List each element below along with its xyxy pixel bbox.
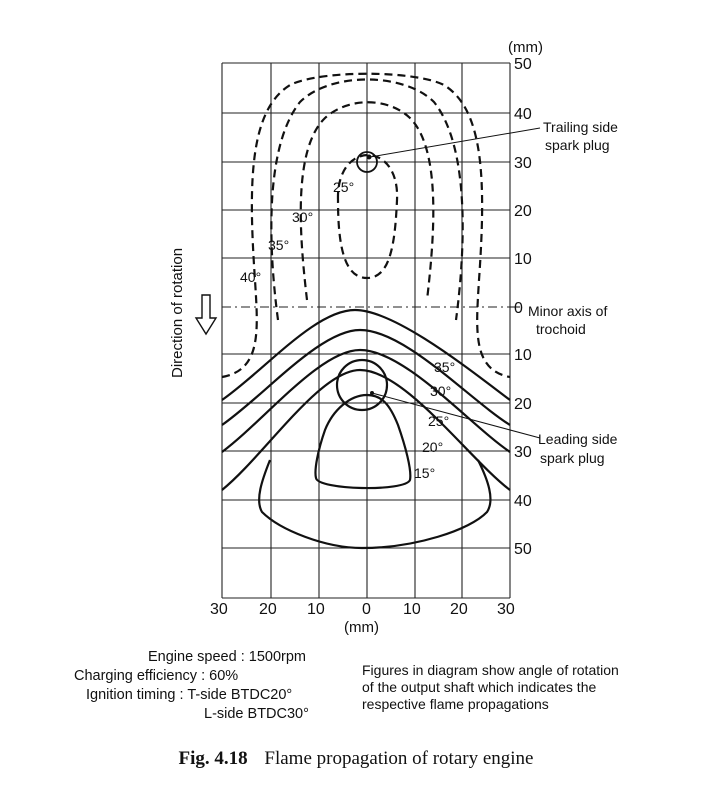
x-tick-10-left: 10	[307, 601, 325, 618]
leading-label-line1: Leading side	[538, 431, 618, 447]
label-30deg-leading: 30°	[430, 383, 451, 399]
flame-front-30deg-leading	[221, 328, 511, 426]
label-30deg-trailing: 30°	[292, 209, 313, 225]
y-tick-40-bottom: 40	[514, 493, 532, 510]
y-tick-50-top: 50	[514, 56, 532, 73]
ignition-timing-l: L-side BTDC30°	[204, 706, 309, 722]
charging-efficiency-value: 60%	[209, 668, 239, 684]
trailing-plug-marker	[356, 151, 378, 173]
flame-front-20deg-leading	[221, 368, 511, 491]
ignition-timing-label: Ignition timing	[86, 687, 176, 703]
minor-axis-label-line1: Minor axis of	[528, 303, 607, 319]
y-tick-0: 0	[514, 300, 523, 317]
y-tick-30-bottom: 30	[514, 444, 532, 461]
leading-flame-fronts	[221, 308, 511, 550]
flame-front-35deg-trailing	[270, 78, 464, 321]
x-tick-0: 0	[362, 601, 371, 618]
charging-efficiency-label: Charging efficiency	[74, 668, 198, 684]
trailing-label-line1: Trailing side	[543, 119, 618, 135]
figure-title: Flame propagation of rotary engine	[264, 748, 534, 769]
operating-conditions: Engine speed : 1500rpm Charging efficien…	[74, 649, 309, 722]
label-25deg-leading: 25°	[428, 413, 449, 429]
direction-arrow	[194, 294, 218, 336]
y-tick-10-bottom: 10	[514, 347, 532, 364]
leading-label-line2: spark plug	[540, 450, 605, 466]
flame-front-40deg-trailing	[221, 72, 511, 379]
outer-flame-contour	[258, 459, 492, 550]
x-tick-10-right: 10	[403, 601, 421, 618]
y-tick-10-top: 10	[514, 251, 532, 268]
flame-front-25deg-trailing	[336, 153, 399, 280]
trailing-flame-fronts	[221, 72, 511, 379]
trailing-label-line2: spark plug	[545, 137, 610, 153]
leading-plug-circle	[335, 358, 389, 412]
label-25deg-trailing: 25°	[333, 179, 354, 195]
flame-front-30deg-trailing	[299, 101, 435, 301]
note-line-1: Figures in diagram show angle of rotatio…	[362, 662, 619, 678]
figure-number: Fig. 4.18	[178, 748, 248, 769]
flame-front-25deg-leading	[221, 348, 511, 453]
unit-top: (mm)	[508, 39, 543, 56]
engine-speed-label: Engine speed	[148, 649, 237, 665]
note-line-2: of the output shaft which indicates the	[362, 679, 597, 695]
diagram-note: Figures in diagram show angle of rotatio…	[362, 662, 682, 713]
label-35deg-trailing: 35°	[268, 237, 289, 253]
flame-front-15deg-leading	[314, 393, 412, 490]
ignition-timing-t: T-side BTDC20°	[187, 687, 293, 703]
label-20deg-leading: 20°	[422, 439, 443, 455]
x-tick-30-right: 30	[497, 601, 515, 618]
y-tick-20-bottom: 20	[514, 396, 532, 413]
grid	[221, 62, 511, 599]
figure-caption: Fig. 4.18 Flame propagation of rotary en…	[0, 748, 712, 770]
x-tick-30-left: 30	[210, 601, 228, 618]
x-tick-20-left: 20	[259, 601, 277, 618]
note-line-3: respective flame propagations	[362, 696, 549, 712]
y-tick-40-top: 40	[514, 106, 532, 123]
x-tick-20-right: 20	[450, 601, 468, 618]
minor-axis-label-line2: trochoid	[536, 321, 586, 337]
engine-speed-value: 1500rpm	[248, 649, 307, 665]
label-35deg-leading: 35°	[434, 359, 455, 375]
y-tick-20-top: 20	[514, 203, 532, 220]
leader-lines	[369, 127, 541, 439]
unit-bottom: (mm)	[344, 619, 379, 636]
y-tick-30-top: 30	[514, 155, 532, 172]
label-40deg-trailing: 40°	[240, 269, 261, 285]
y-tick-50-bottom: 50	[514, 541, 532, 558]
label-15deg-leading: 15°	[414, 465, 435, 481]
flame-front-35deg-leading	[221, 308, 511, 401]
direction-of-rotation-label: Direction of rotation	[169, 248, 186, 378]
